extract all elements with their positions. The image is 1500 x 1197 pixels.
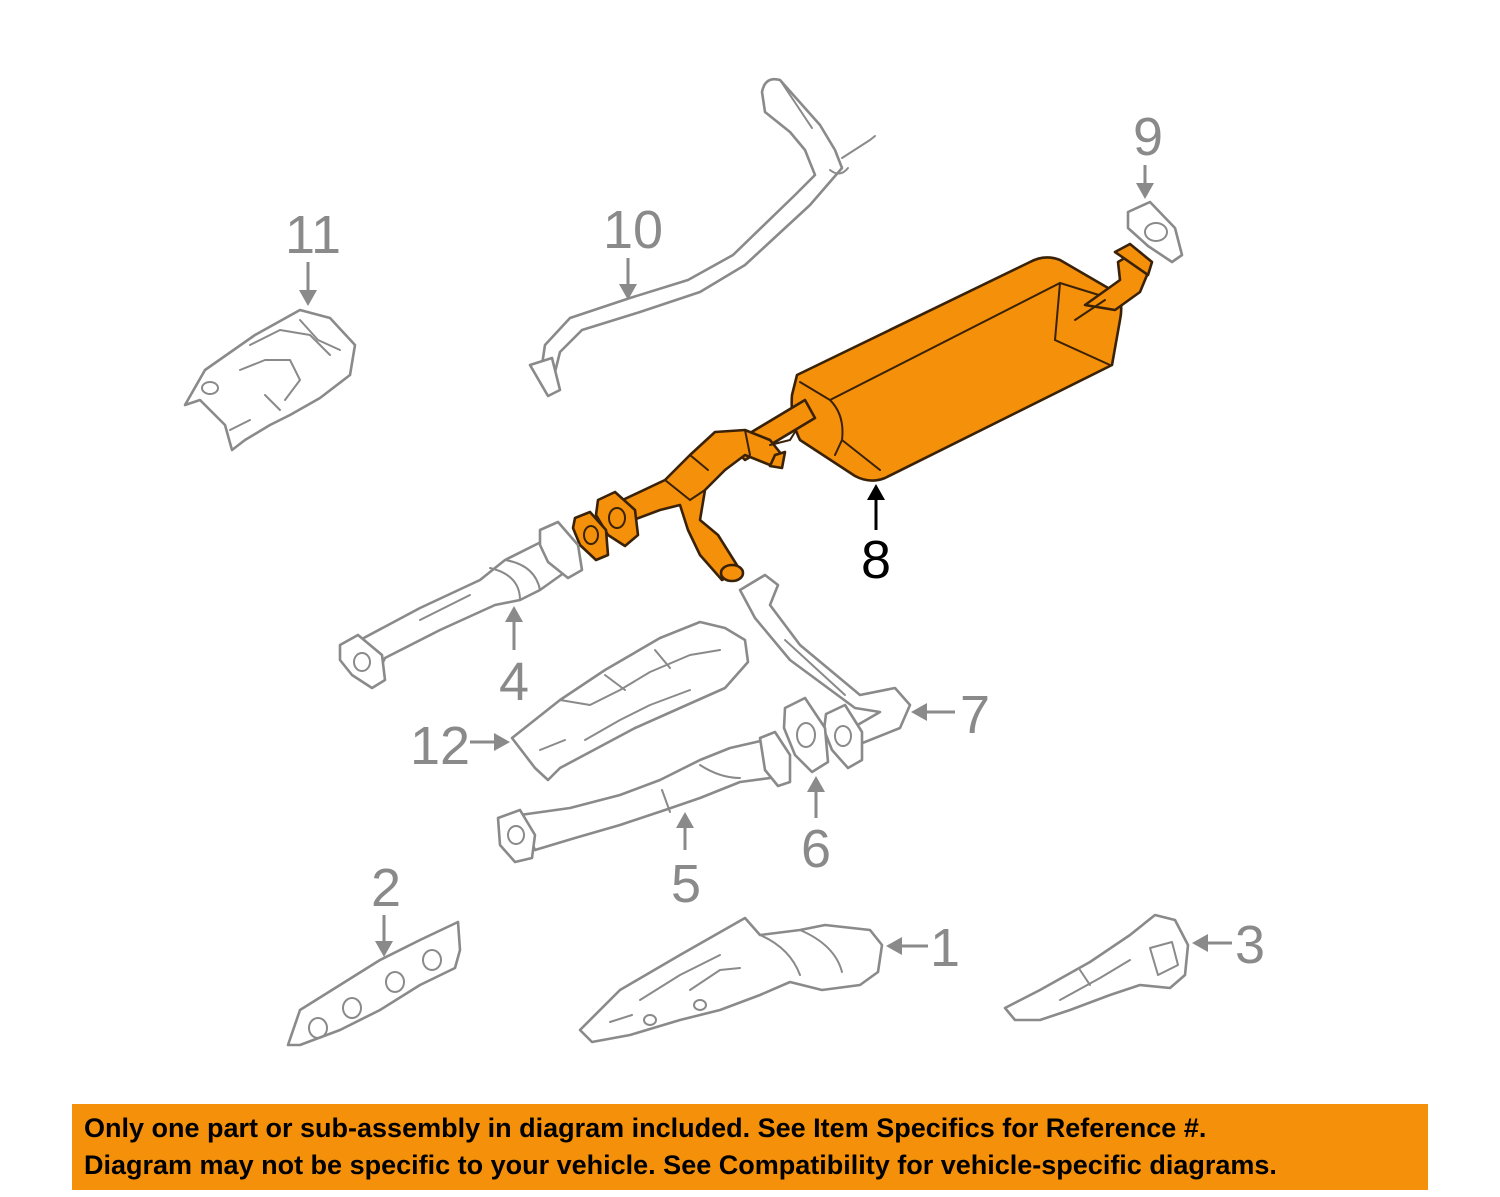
arrow-6	[807, 776, 825, 818]
disclaimer-banner: Only one part or sub-assembly in diagram…	[72, 1104, 1428, 1190]
arrow-1	[886, 937, 928, 955]
arrow-12	[470, 733, 510, 751]
part-1-manifold-converter	[578, 916, 884, 1044]
arrow-10	[619, 258, 637, 300]
arrow-7	[911, 703, 955, 721]
label-11: 11	[285, 205, 341, 265]
part-6-gasket	[782, 696, 830, 774]
label-12: 12	[410, 716, 470, 776]
arrow-9	[1136, 165, 1154, 199]
part-7-pipe	[738, 573, 912, 770]
label-9: 9	[1133, 107, 1163, 167]
label-2: 2	[371, 858, 401, 918]
part-4-front-pipe	[338, 520, 584, 690]
part-5-front-pipe	[496, 730, 792, 864]
callout-labels: 11 10 9 8 4 7 12 6 5 2 1 3	[285, 107, 1265, 978]
disclaimer-line-1: Only one part or sub-assembly in diagram…	[84, 1113, 1207, 1143]
arrow-4	[505, 606, 523, 650]
arrow-8	[867, 484, 885, 530]
callout-arrows	[299, 165, 1232, 957]
arrow-5	[676, 812, 694, 850]
part-12-heat-shield	[510, 620, 750, 782]
part-9-gasket	[1126, 200, 1184, 264]
part-2-manifold-gasket	[286, 920, 462, 1047]
part-8-muffler-assembly	[571, 242, 1154, 583]
label-6: 6	[801, 819, 831, 879]
label-5: 5	[671, 854, 701, 914]
arrow-2	[375, 915, 393, 957]
label-10: 10	[603, 200, 663, 260]
arrow-3	[1192, 934, 1232, 952]
label-7: 7	[960, 685, 990, 745]
label-8: 8	[861, 530, 891, 590]
arrow-11	[299, 262, 317, 306]
label-4: 4	[499, 652, 529, 712]
part-11-heat-shield	[183, 308, 357, 452]
part-10-tail-pipe	[528, 77, 876, 398]
disclaimer-line-2: Diagram may not be specific to your vehi…	[84, 1150, 1277, 1180]
part-3-heat-shield	[1003, 913, 1190, 1022]
label-3: 3	[1235, 915, 1265, 975]
label-1: 1	[930, 918, 960, 978]
